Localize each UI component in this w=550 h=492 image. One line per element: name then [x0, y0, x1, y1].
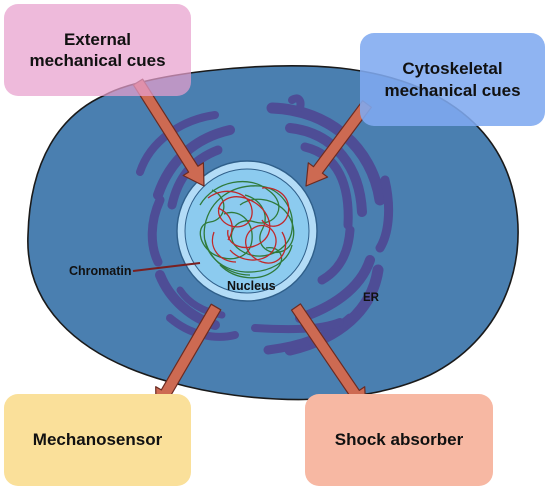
cytoskeletal-mechanical-cues-label: Cytoskeletal mechanical cues [384, 59, 521, 100]
er-band [285, 123, 367, 217]
er-band [300, 142, 353, 230]
shock-absorber-label: Shock absorber [334, 430, 464, 450]
er-band [288, 94, 305, 112]
cytoskeletal-mechanical-cues-box: Cytoskeletal mechanical cues [360, 33, 545, 126]
er-label: ER [363, 292, 379, 304]
er-band [147, 195, 165, 267]
mechanosensor-label: Mechanosensor [32, 430, 163, 450]
nucleoplasm [184, 168, 310, 294]
chromatin-pointer [132, 262, 201, 272]
er-band [295, 255, 375, 323]
er-band [251, 318, 344, 334]
chromatin-red [207, 187, 290, 264]
er-band [375, 175, 394, 253]
external-mechanical-cues-label: External mechanical cues [29, 29, 166, 70]
mechanosensor-box: Mechanosensor [4, 394, 191, 486]
chromatin-label: Chromatin [69, 264, 132, 278]
er-band [317, 225, 355, 285]
arrows [132, 78, 372, 411]
shock-absorber-box: Shock absorber [305, 394, 493, 486]
chromatin-green [199, 180, 295, 279]
nucleus-label: Nucleus [227, 279, 276, 293]
external-mechanical-cues-box: External mechanical cues [4, 4, 191, 96]
